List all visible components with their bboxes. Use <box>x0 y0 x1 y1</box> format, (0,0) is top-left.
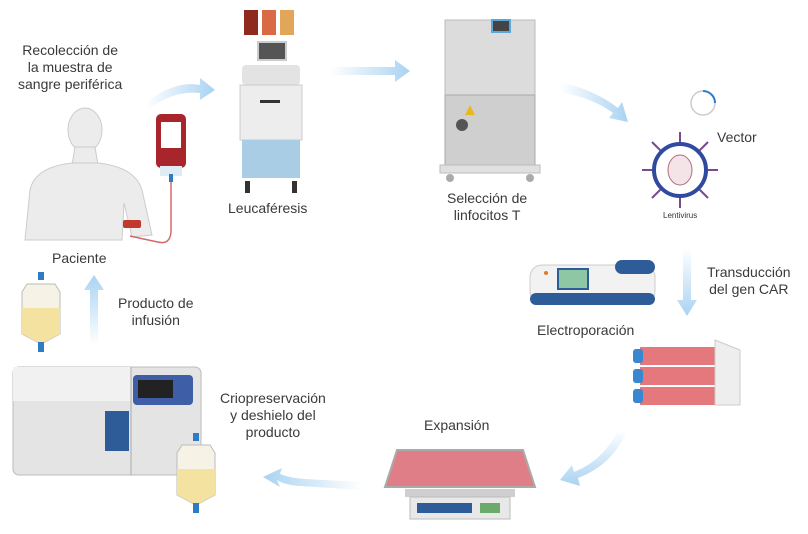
culture-flasks-icon <box>633 339 741 406</box>
arrow-selection-to-vector <box>560 82 628 122</box>
label-collection: Recolección de la muestra de sangre peri… <box>18 42 123 92</box>
label-expansion: Expansión <box>424 417 490 433</box>
blood-bag-icon <box>129 114 186 244</box>
plasmid-vector-icon <box>690 90 716 116</box>
label-infusion: Producto de infusión <box>118 295 194 328</box>
bioreactor-rocker-icon <box>383 449 537 520</box>
cell-selection-machine-icon <box>439 19 541 182</box>
lentivirus-icon <box>642 132 718 208</box>
label-leukapheresis: Leucaféresis <box>228 200 308 216</box>
leukapheresis-machine-icon <box>239 10 303 193</box>
cryo-freezer-icon <box>12 366 202 476</box>
label-selection: Selección de linfocitos T <box>447 190 528 223</box>
arrow-infusion-up <box>84 275 104 345</box>
label-lentivirus: Lentivirus <box>663 211 698 220</box>
patient-illustration <box>24 107 153 241</box>
infusion-bag-bottom-icon <box>176 433 216 513</box>
label-cryo: Criopreservación y deshielo del producto <box>220 390 326 440</box>
electroporation-device-icon <box>529 260 656 305</box>
infusion-bag-top-icon <box>21 272 61 352</box>
label-vector: Vector <box>717 129 757 145</box>
arrow-collection-to-leukapheresis <box>145 78 215 108</box>
arrow-transduction-down <box>677 248 697 316</box>
arrow-flask-to-expansion <box>560 430 626 486</box>
label-patient: Paciente <box>52 250 107 266</box>
arrow-leukapheresis-to-selection <box>330 60 410 82</box>
arrow-expansion-to-cryo <box>263 468 362 490</box>
label-electroporation: Electroporación <box>537 322 635 338</box>
label-transduction: Transducción del gen CAR <box>707 264 791 297</box>
